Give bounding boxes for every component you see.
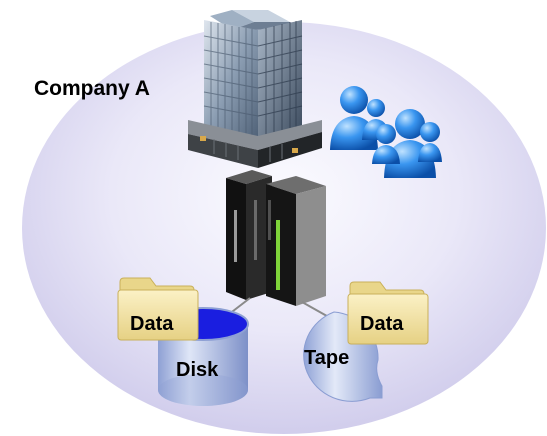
server-tower-icon xyxy=(226,170,326,306)
folder-icon-tape xyxy=(347,281,429,345)
disk-cylinder-icon xyxy=(157,307,249,406)
people-group-icon xyxy=(330,86,442,178)
disk-label: Disk xyxy=(176,359,219,381)
company-label: Company A xyxy=(34,77,150,100)
folder-icon xyxy=(117,277,199,341)
tape-label: Tape xyxy=(304,347,349,369)
office-building-icon xyxy=(188,10,322,168)
tape-folder-label: Data xyxy=(360,313,404,335)
disk-folder-label: Data xyxy=(130,313,174,335)
